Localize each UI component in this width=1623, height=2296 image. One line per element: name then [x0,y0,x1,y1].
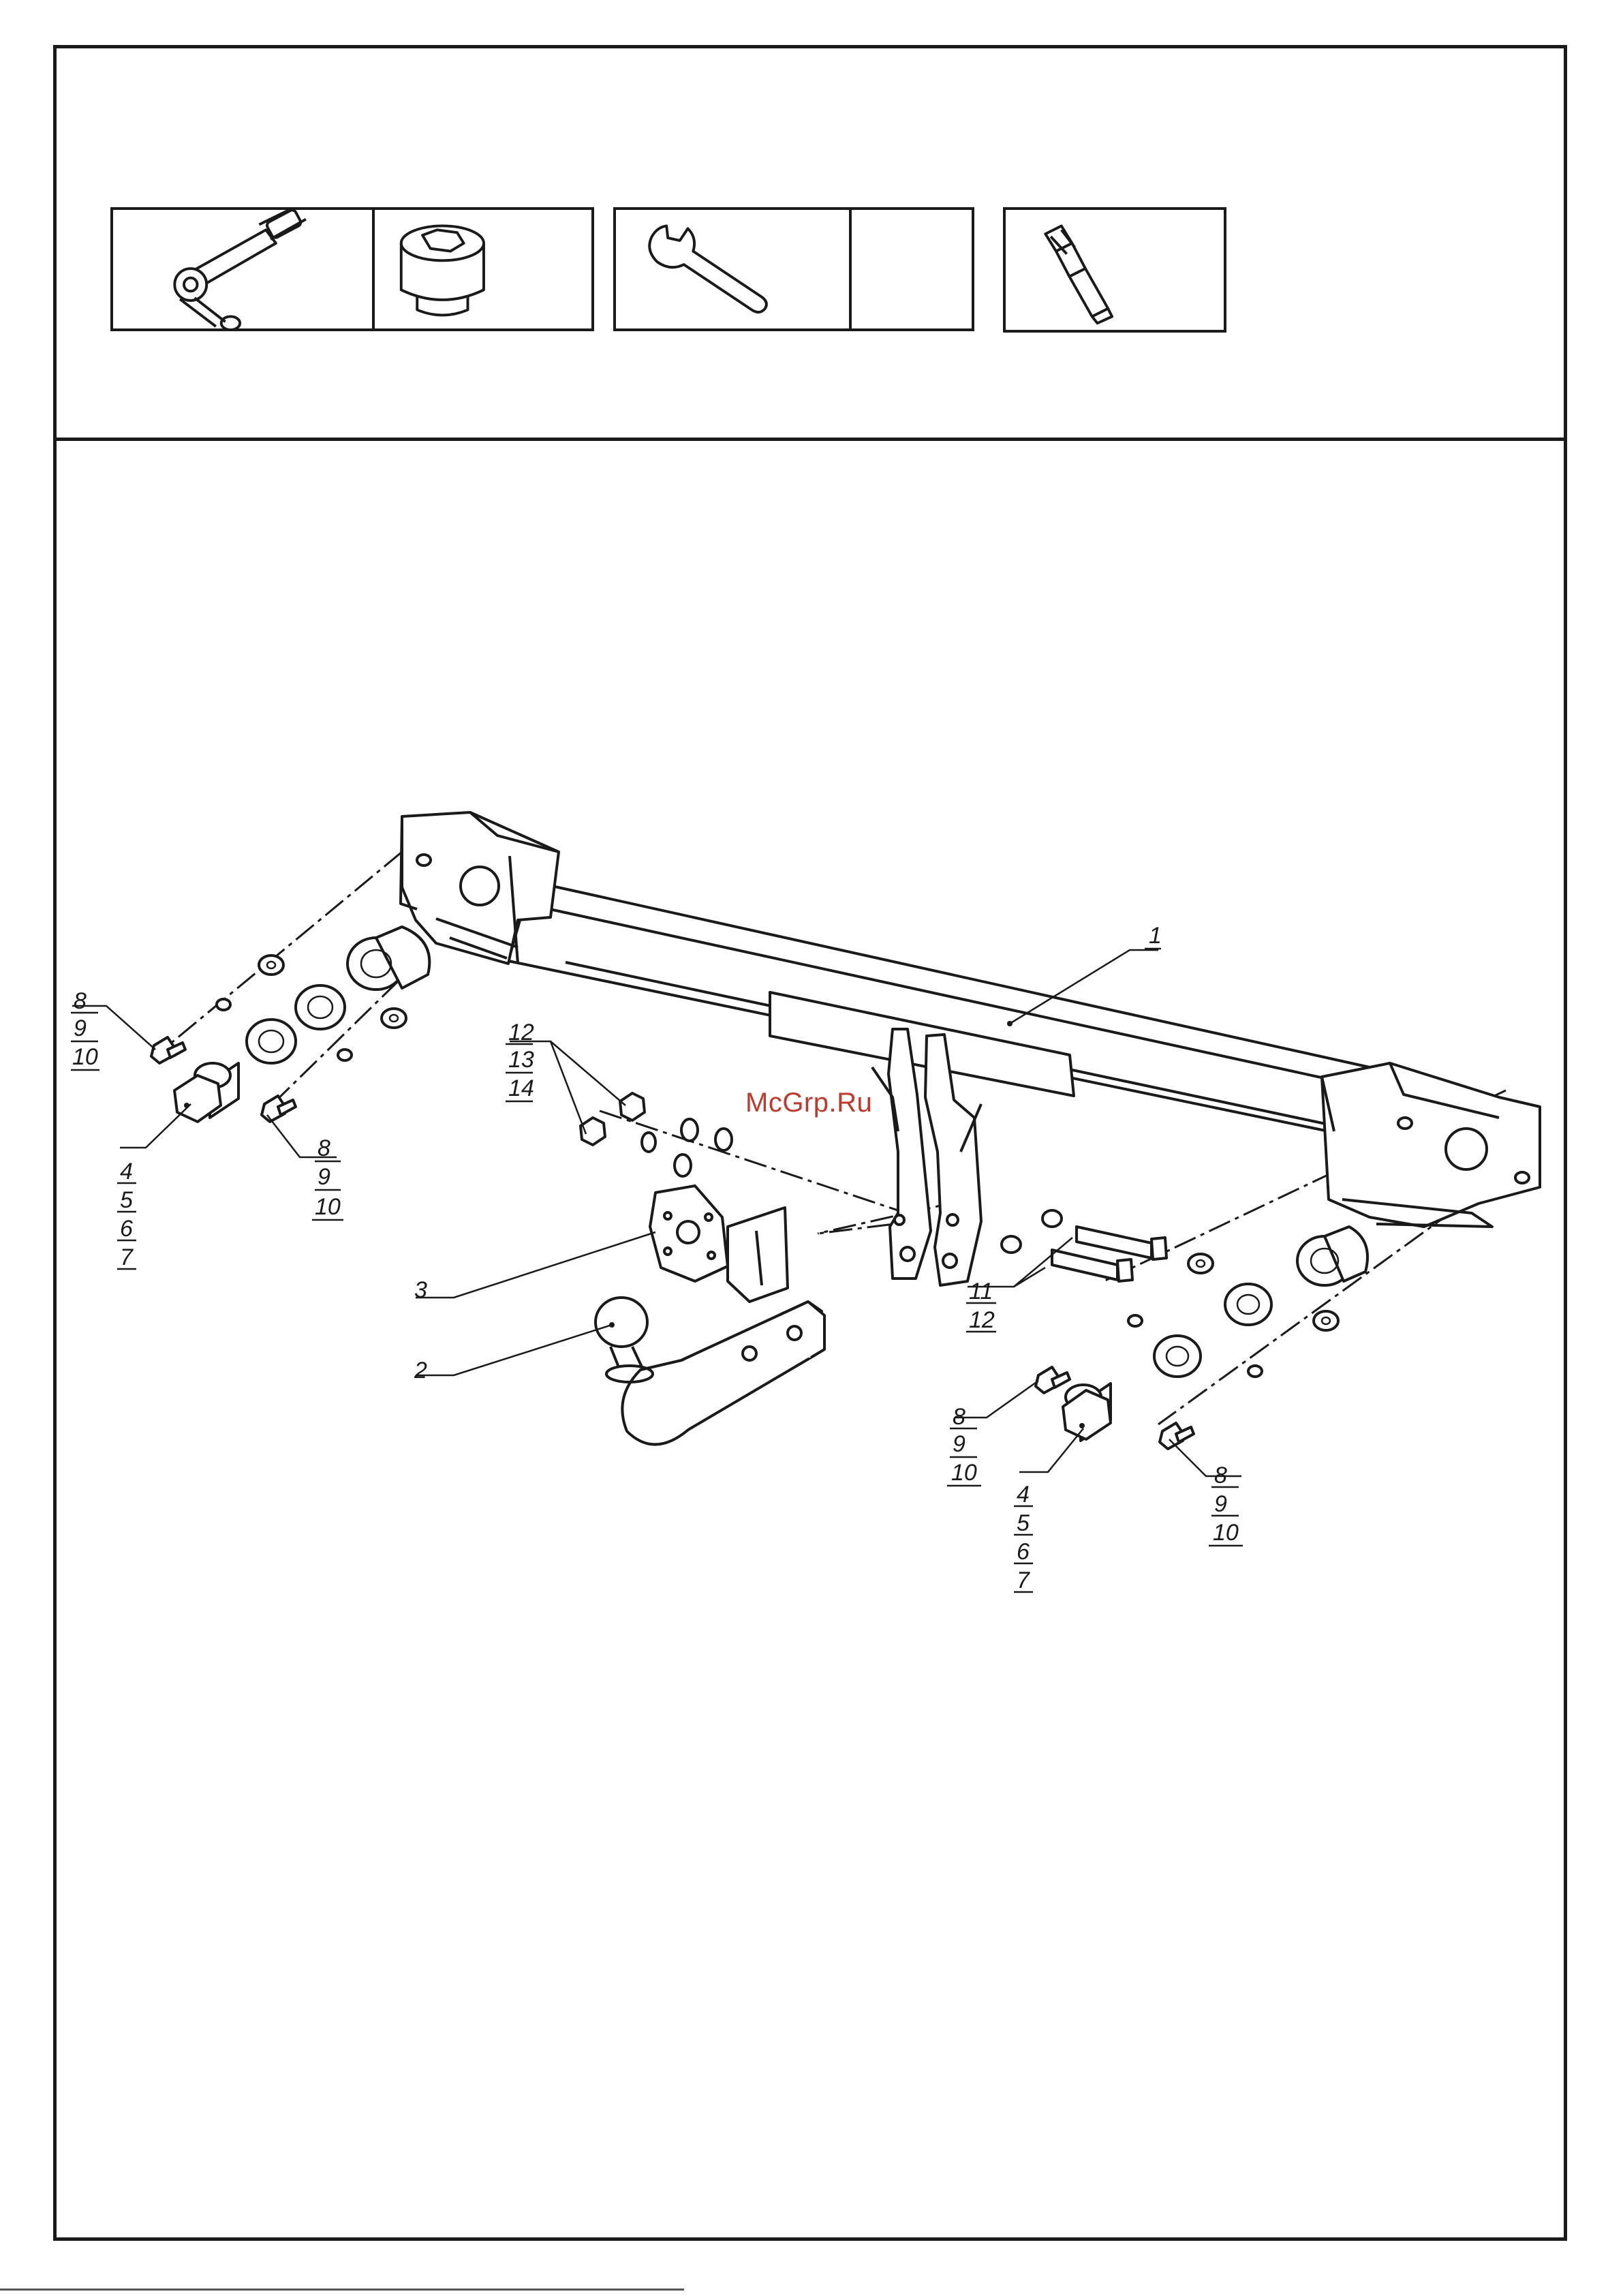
callout-left-bolt-4: 4 [120,1159,133,1184]
callout-ball: 2 [414,1358,427,1383]
tool-cell-empty [849,210,972,328]
callout-left-upper-8: 8 [74,988,87,1014]
socket-icon [375,210,591,328]
callout-right-lower-8: 8 [1214,1463,1227,1488]
callout-center-bolt-11: 11 [969,1279,993,1304]
callout-frame: 1 [1149,923,1162,949]
callout-right-bolt-4: 4 [1017,1482,1030,1507]
callout-left-lower-8: 8 [318,1135,330,1161]
callout-right-bolt-6: 6 [1017,1539,1030,1565]
callout-left-bolt-6: 6 [120,1216,133,1242]
callout-right-lower-10: 10 [1213,1520,1239,1546]
tool-cell-ratchet [113,210,372,328]
section-divider [53,438,1567,441]
ratchet-icon [113,210,372,328]
callout-right-upper-10: 10 [951,1460,977,1486]
callout-left-lower-9: 9 [318,1164,330,1190]
tool-cell-wrench [616,210,849,328]
callout-center-nut-12: 12 [508,1020,534,1045]
tool-cell-torx-bit [1006,210,1224,330]
open-end-wrench-icon [616,210,849,328]
callout-right-upper-9: 9 [953,1431,965,1457]
tool-box-socket-set [110,207,594,331]
tool-box-wrench [613,207,974,331]
callout-center-bolt-12: 12 [969,1307,995,1333]
tool-cell-socket [372,210,591,328]
torx-bit-icon [1006,210,1224,330]
callout-center-nut-14: 14 [508,1075,534,1101]
tool-box-bit [1003,207,1226,333]
callout-left-upper-9: 9 [74,1015,87,1041]
callout-right-bolt-5: 5 [1017,1510,1030,1536]
callout-center-nut-13: 13 [508,1047,534,1073]
callout-right-bolt-7: 7 [1017,1567,1030,1593]
callout-left-bolt-7: 7 [120,1244,134,1270]
callout-right-upper-8: 8 [953,1404,965,1430]
page-bottom-rule [0,2289,684,2291]
callout-right-lower-9: 9 [1214,1491,1227,1517]
callout-socket-bracket: 3 [414,1277,427,1303]
watermark-text: McGrp.Ru [745,1088,872,1118]
callout-left-lower-10: 10 [315,1194,341,1220]
callout-left-bolt-5: 5 [120,1187,133,1213]
callout-left-upper-10: 10 [72,1044,98,1070]
